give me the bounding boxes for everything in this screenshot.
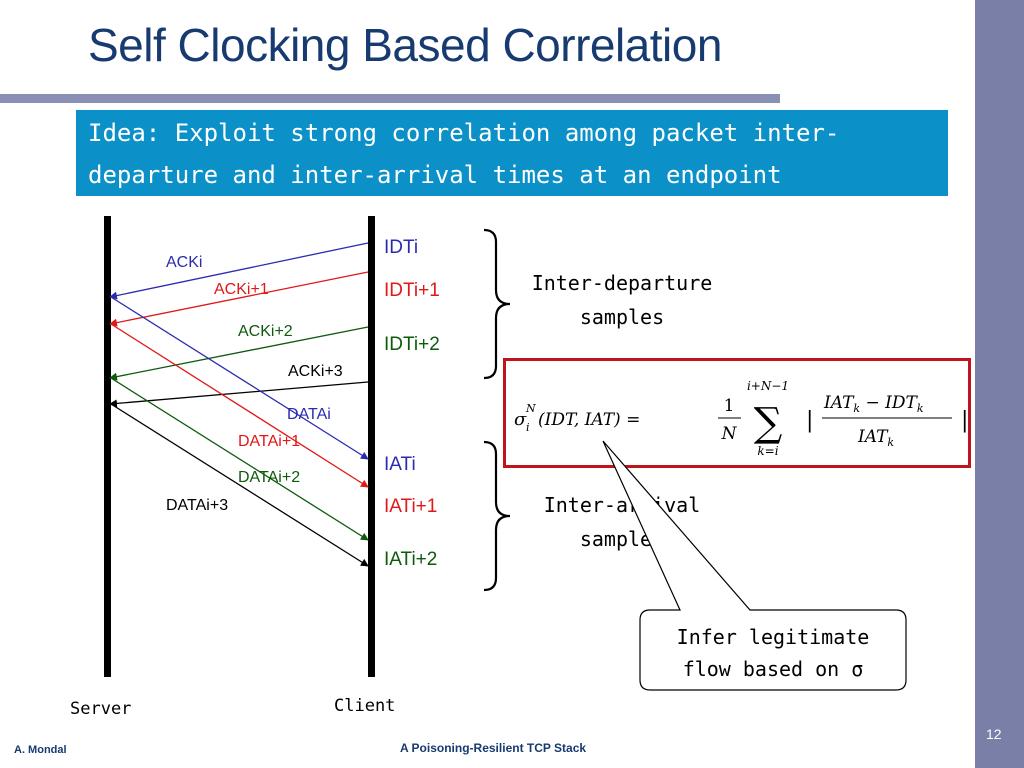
formula-abs-right: | xyxy=(961,408,968,433)
ack-i2-arrow xyxy=(109,326,369,381)
formula-sum-upper: i+N−1 xyxy=(747,379,789,393)
idt-label-i2: IDTi+2 xyxy=(384,334,440,355)
idt-label-i: IDTi xyxy=(384,237,418,258)
formula-sum-lower: k=i xyxy=(757,444,778,458)
inter-arrival-brace xyxy=(483,440,511,592)
inter-departure-label-2: samples xyxy=(580,305,664,329)
formula-frac-num: 1 xyxy=(724,396,735,416)
inter-departure-brace xyxy=(483,228,511,380)
idea-line-2: departure and inter-arrival times at an … xyxy=(88,161,782,189)
data-i3-arrow xyxy=(110,403,369,567)
idea-line-1: Idea: Exploit strong correlation among p… xyxy=(88,119,840,147)
ack-i-arrow xyxy=(109,242,369,300)
formula-inner-num: IATk − IDTk xyxy=(823,393,924,415)
ack-label-i3: ACKi+3 xyxy=(288,363,343,380)
idea-box: Idea: Exploit strong correlation among p… xyxy=(76,110,948,196)
data-i-arrow xyxy=(110,296,369,460)
ack-label-i1: ACKi+1 xyxy=(214,281,269,298)
formula-sigma-sub: i xyxy=(526,421,530,434)
slide-title: Self Clocking Based Correlation xyxy=(88,19,722,71)
inter-departure-label-1: Inter-departure xyxy=(532,271,713,295)
data-i1-arrow xyxy=(110,323,369,488)
ack-i3-arrow xyxy=(109,381,369,408)
formula-frac-den: N xyxy=(721,424,738,444)
formula-sigma: σ xyxy=(514,409,527,430)
right-decorative-band xyxy=(975,0,1024,768)
footer-author: A. Mondal xyxy=(14,744,67,756)
formula-inner-den: IATk xyxy=(857,427,894,449)
formula-box xyxy=(503,358,971,468)
server-timeline xyxy=(104,216,111,677)
callout-box xyxy=(602,440,907,691)
formula-abs-left: | xyxy=(806,408,813,433)
footer-title: A Poisoning-Resilient TCP Stack xyxy=(400,741,587,755)
server-label: Server xyxy=(70,699,131,719)
data-i2-arrow xyxy=(110,377,369,541)
page-number: 12 xyxy=(986,726,1002,742)
title-underline-bar xyxy=(0,94,780,103)
ack-label-i2: ACKi+2 xyxy=(238,323,293,340)
data-label-i: DATAi xyxy=(287,406,331,423)
iat-label-i: IATi xyxy=(384,454,416,475)
client-label: Client xyxy=(334,696,395,716)
ack-i1-arrow xyxy=(109,271,369,327)
data-label-i2: DATAi+2 xyxy=(238,469,300,486)
inter-arrival-label-1: Inter-arrival xyxy=(544,493,701,517)
callout-line-2: flow based on σ xyxy=(683,657,864,681)
data-label-i1: DATAi+1 xyxy=(238,433,300,450)
data-label-i3: DATAi+3 xyxy=(166,497,228,514)
formula-sigma-sup: N xyxy=(525,402,536,415)
idt-label-i1: IDTi+1 xyxy=(384,280,440,301)
client-timeline xyxy=(368,216,375,677)
iat-label-i1: IATi+1 xyxy=(384,496,437,517)
sigma-formula: σ N i (IDT, IAT) = 1 N i+N−1 ∑ k=i | IAT… xyxy=(514,379,968,458)
ack-label-i: ACKi xyxy=(166,254,202,271)
callout-line-1: Infer legitimate xyxy=(677,625,870,649)
formula-args: (IDT, IAT) = xyxy=(538,410,640,430)
formula-sum-sign: ∑ xyxy=(754,400,783,446)
iat-label-i2: IATi+2 xyxy=(384,549,437,570)
